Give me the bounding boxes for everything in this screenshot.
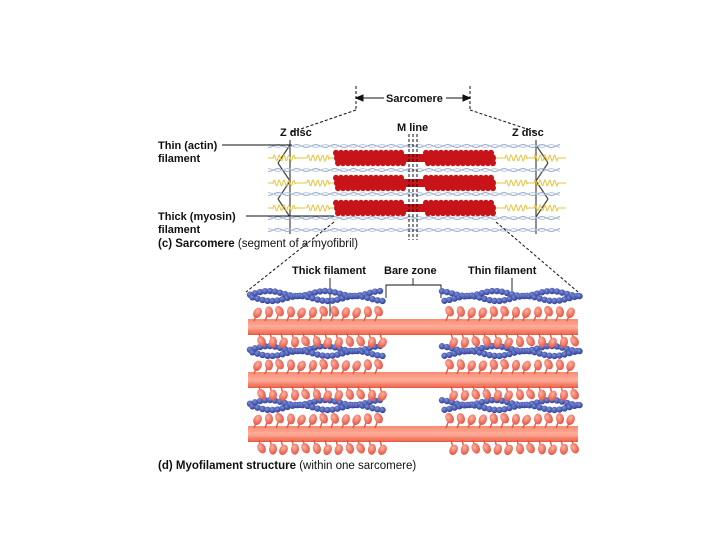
titin-spring bbox=[268, 178, 334, 188]
thin-filament-c bbox=[267, 168, 561, 172]
sarcomere-label: Sarcomere bbox=[386, 93, 443, 105]
caption-c: (c) Sarcomere (segment of a myofibril) bbox=[158, 238, 358, 250]
titin-spring bbox=[496, 203, 566, 213]
thick-filament-d bbox=[248, 412, 579, 456]
caption-d-bold: (d) Myofilament structure bbox=[158, 460, 296, 472]
bare-zone-label: Bare zone bbox=[384, 265, 437, 277]
thin-filament-c bbox=[267, 228, 561, 232]
caption-d-rest: (within one sarcomere) bbox=[296, 460, 416, 472]
thick-myosin-label-2: filament bbox=[158, 224, 201, 236]
thin-filament-c bbox=[267, 192, 561, 196]
thin-actin-label-2: filament bbox=[158, 153, 201, 165]
z-disc-left-label: Z disc bbox=[280, 127, 312, 139]
sarcomere-span-arrow bbox=[291, 86, 537, 133]
thin-filament-d bbox=[438, 342, 583, 360]
thin-filament-label: Thin filament bbox=[468, 265, 537, 277]
bare-zone-bracket bbox=[385, 284, 442, 298]
titin-spring bbox=[496, 178, 566, 188]
thin-filaments-c bbox=[267, 144, 561, 232]
thin-filament-d bbox=[246, 287, 386, 305]
caption-c-rest: (segment of a myofibril) bbox=[235, 238, 359, 250]
thick-filament-d bbox=[248, 305, 579, 349]
thick-filaments-c bbox=[333, 149, 496, 217]
titin-springs-c bbox=[268, 153, 566, 213]
panel-d-myofilament: Thick filament Bare zone Thin filament (… bbox=[158, 265, 583, 472]
thick-filament-c bbox=[333, 199, 496, 217]
thin-filament-d bbox=[438, 287, 583, 305]
m-line-marker bbox=[408, 134, 418, 240]
m-line-label: M line bbox=[397, 122, 428, 134]
caption-c-bold: (c) Sarcomere bbox=[158, 238, 235, 250]
titin-spring bbox=[268, 153, 334, 163]
thick-filament-d bbox=[248, 358, 579, 402]
caption-d: (d) Myofilament structure (within one sa… bbox=[158, 460, 416, 472]
myofilament-lattice bbox=[246, 287, 583, 456]
zoom-guides bbox=[245, 221, 579, 293]
z-disc-right-label: Z disc bbox=[512, 127, 544, 139]
thin-actin-label-1: Thin (actin) bbox=[158, 140, 218, 152]
thin-filament-c bbox=[267, 144, 561, 148]
thin-filament-d bbox=[438, 396, 583, 414]
thick-filament-c bbox=[333, 149, 496, 167]
thick-myosin-label-1: Thick (myosin) bbox=[158, 211, 236, 223]
panel-c-sarcomere: Sarcomere Z disc Z disc M line T bbox=[158, 86, 579, 293]
titin-spring bbox=[268, 203, 334, 213]
thick-filament-c bbox=[333, 174, 496, 192]
thick-filament-label: Thick filament bbox=[292, 265, 366, 277]
titin-spring bbox=[496, 153, 566, 163]
thin-filament-c bbox=[267, 216, 561, 220]
